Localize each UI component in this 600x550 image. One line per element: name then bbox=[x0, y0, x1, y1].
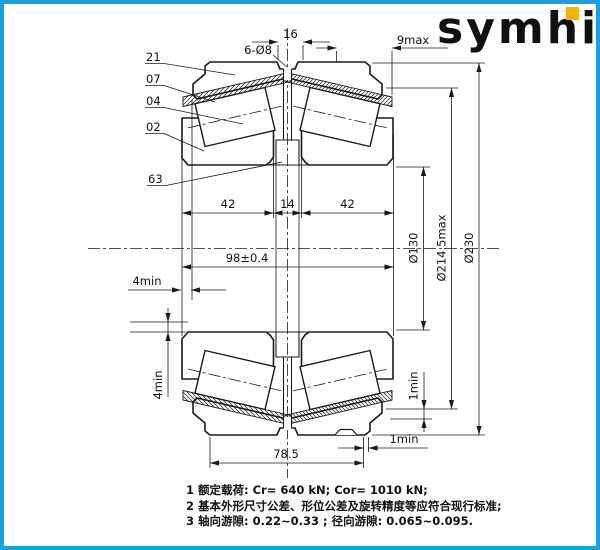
leader-cage bbox=[163, 85, 216, 103]
note-tolerances: 2 基本外形尺寸公差、形位公差及旋转精度等应符合现行标准; bbox=[186, 498, 502, 513]
oil-hole-leader bbox=[272, 54, 288, 68]
part-callouts: 21 07 04 02 63 bbox=[145, 50, 283, 186]
dim-row-width-right: 42 bbox=[340, 197, 355, 211]
leader-roller bbox=[163, 107, 244, 125]
dim-standout-bottom: 4min bbox=[151, 370, 165, 399]
note-clearances: 3 轴向游隙: 0.22~0.33 ; 径向游隙: 0.065~0.095. bbox=[186, 514, 473, 528]
dim-spacer-width: 14 bbox=[280, 197, 295, 211]
label-roller: 04 bbox=[146, 94, 161, 108]
dim-clearance-right: 1min bbox=[407, 371, 421, 400]
dimension-arrowheads bbox=[165, 39, 482, 466]
sheet-paper bbox=[4, 4, 596, 546]
dim-cage-diameter: Ø214.5max bbox=[435, 214, 449, 281]
dim-outer-diameter: Ø230 bbox=[462, 232, 476, 263]
note-rated-load: 1 额定载荷: Cr= 640 kN; Cor= 1010 kN; bbox=[186, 483, 428, 497]
dim-total-width: 98±0.4 bbox=[226, 251, 269, 265]
label-spacer: 63 bbox=[148, 172, 163, 186]
leader-spacer bbox=[165, 161, 283, 186]
oil-hole-label: 6-Ø8 bbox=[244, 43, 272, 57]
leader-inner-ring bbox=[163, 133, 205, 152]
dim-clearance-bottom: 1min bbox=[389, 432, 418, 446]
technical-notes: 1 额定载荷: Cr= 640 kN; Cor= 1010 kN; 2 基本外形… bbox=[186, 483, 502, 530]
label-inner-ring: 02 bbox=[146, 120, 161, 134]
brand-logo: symhi bbox=[437, 3, 596, 54]
label-cage: 07 bbox=[146, 72, 161, 86]
leader-outer-ring bbox=[163, 63, 236, 76]
dim-standout-left: 4min bbox=[132, 274, 161, 288]
dim-bore-diameter: Ø130 bbox=[407, 232, 421, 263]
label-outer-ring: 21 bbox=[146, 50, 161, 64]
oil-hole-callout: 6-Ø8 bbox=[244, 43, 288, 68]
dim-groove-width: 16 bbox=[283, 27, 298, 41]
brand-logo-accent-square bbox=[566, 7, 579, 20]
dim-cage-standout: 9max bbox=[397, 33, 430, 47]
dim-row-width-left: 42 bbox=[221, 197, 236, 211]
bottom-face-notch bbox=[334, 428, 358, 436]
dim-cup-width: 78.5 bbox=[273, 447, 299, 461]
